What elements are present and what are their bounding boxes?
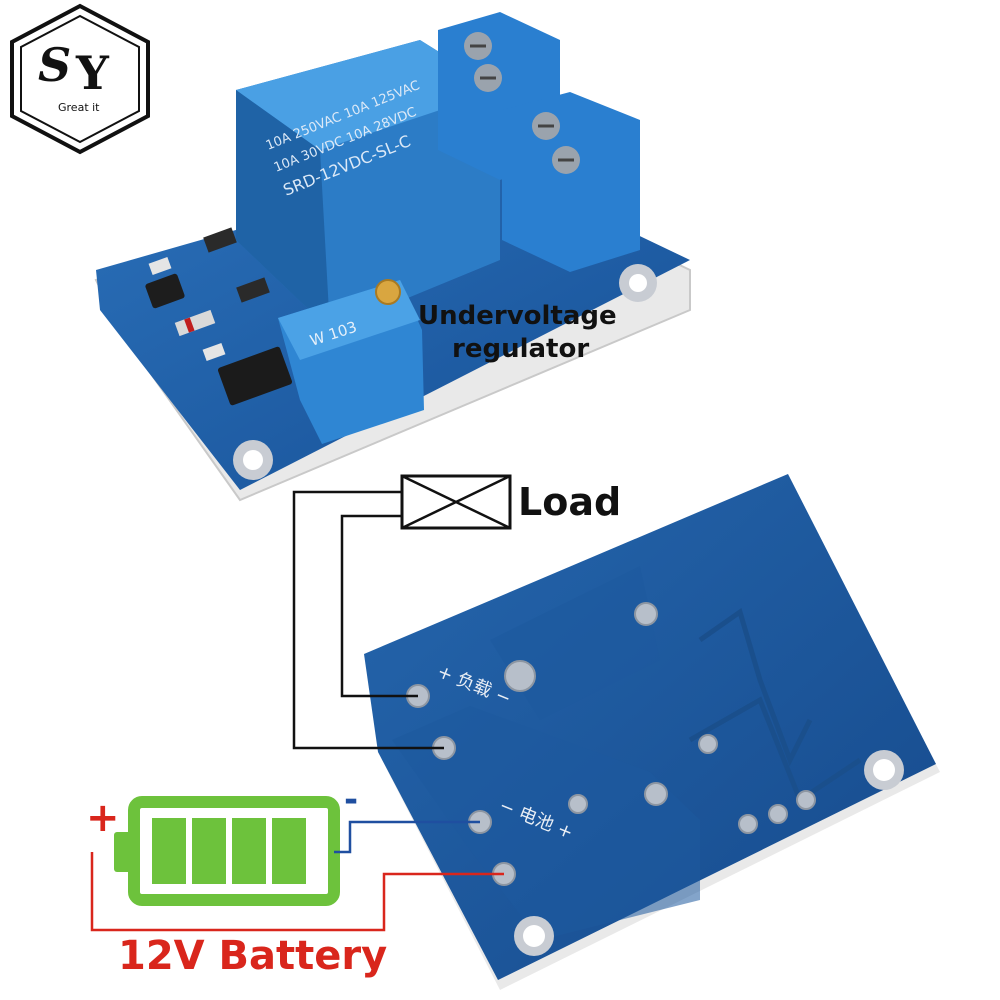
top-board: 10A 250VAC 10A 125VAC 10A 30VDC 10A 28VD… <box>94 12 691 502</box>
battery-positive-wire <box>90 852 504 932</box>
brand-logo-icon <box>10 3 150 155</box>
led-icon <box>202 342 226 362</box>
mounting-hole-icon <box>233 440 273 480</box>
battery-plus-sign: + <box>86 795 120 841</box>
mounting-hole-icon <box>619 264 657 302</box>
ic-chip-icon <box>217 346 293 406</box>
logo-letter-y: Y <box>76 46 109 100</box>
load-symbol-icon <box>400 474 512 530</box>
diode-icon <box>174 309 216 337</box>
load-wire-outer <box>292 490 444 750</box>
mounting-hole-icon <box>514 916 554 956</box>
bottom-board: + 负载 − − 电池 + <box>364 474 940 990</box>
resistor-icon <box>236 277 270 303</box>
load-wire-inner <box>340 514 418 698</box>
relay-icon: 10A 250VAC 10A 125VAC 10A 30VDC 10A 28VD… <box>236 40 500 330</box>
potentiometer-icon: W 103 <box>278 279 424 444</box>
mounting-hole-icon <box>864 750 904 790</box>
battery-minus-sign: - <box>344 780 359 820</box>
load-label: Load <box>518 480 622 524</box>
logo-tagline: Great it <box>58 101 100 114</box>
screw-terminal-icon <box>502 92 640 272</box>
led-icon <box>148 256 172 276</box>
battery-negative-wire <box>334 820 480 854</box>
transistor-icon <box>145 273 185 309</box>
battery-label: 12V Battery <box>118 933 388 979</box>
battery-icon <box>114 796 340 906</box>
regulator-label-line-2: regulator <box>452 334 590 364</box>
resistor-icon <box>203 227 237 253</box>
logo-letter-s: S <box>38 38 72 92</box>
regulator-label-line-1: Undervoltage <box>418 301 617 331</box>
